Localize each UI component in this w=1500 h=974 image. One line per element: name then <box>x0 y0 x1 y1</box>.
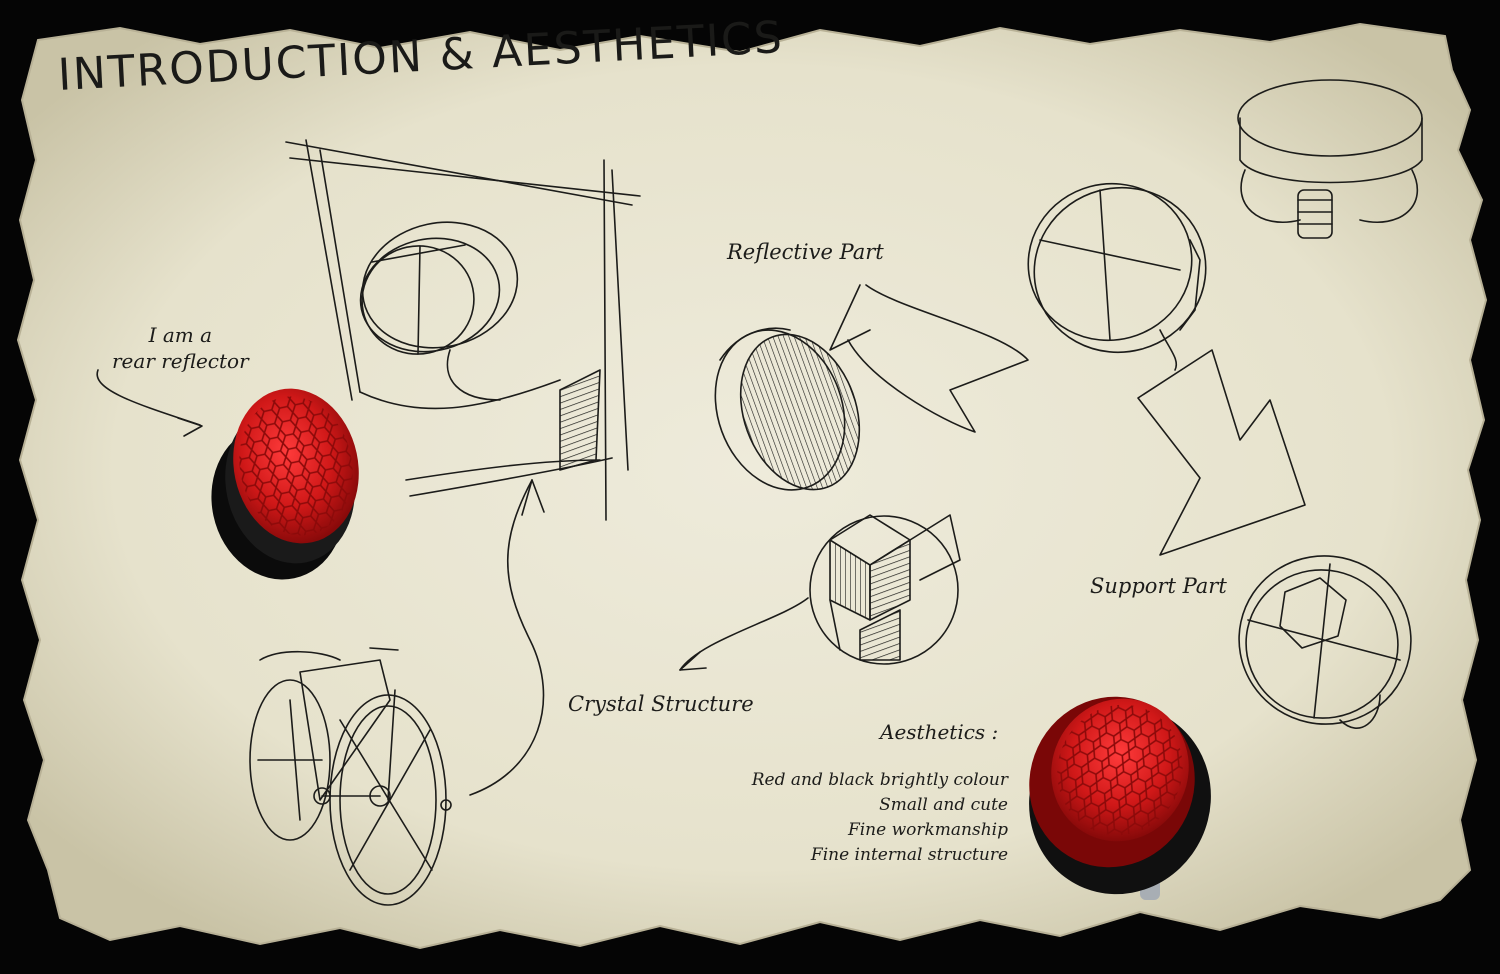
aesthetics-heading: Aesthetics : <box>880 720 999 744</box>
aesthetics-item: Small and cute <box>879 795 1008 815</box>
support-part-sketch <box>1027 79 1423 729</box>
bicycle-sketch <box>249 647 452 906</box>
crystal-structure-sketch <box>679 514 961 671</box>
intro-label: I am a rear reflector <box>112 322 249 374</box>
reflective-part-label: Reflective Part <box>727 240 884 264</box>
reflector-photo-bottom <box>1029 696 1211 900</box>
aesthetics-item: Fine internal structure <box>810 845 1008 865</box>
aesthetics-item: Red and black brightly colour <box>751 770 1008 790</box>
support-part-label: Support Part <box>1090 574 1227 598</box>
aesthetics-item: Fine workmanship <box>847 820 1008 840</box>
reflector-photo-left <box>211 388 359 580</box>
mount-sketch <box>285 139 641 796</box>
intro-label-line1: I am a <box>148 323 213 347</box>
intro-label-line2: rear reflector <box>112 349 249 373</box>
aesthetics-list: Red and black brightly colour Small and … <box>690 768 1008 868</box>
reflective-part-sketch <box>714 284 1029 491</box>
crystal-structure-label: Crystal Structure <box>568 692 754 716</box>
